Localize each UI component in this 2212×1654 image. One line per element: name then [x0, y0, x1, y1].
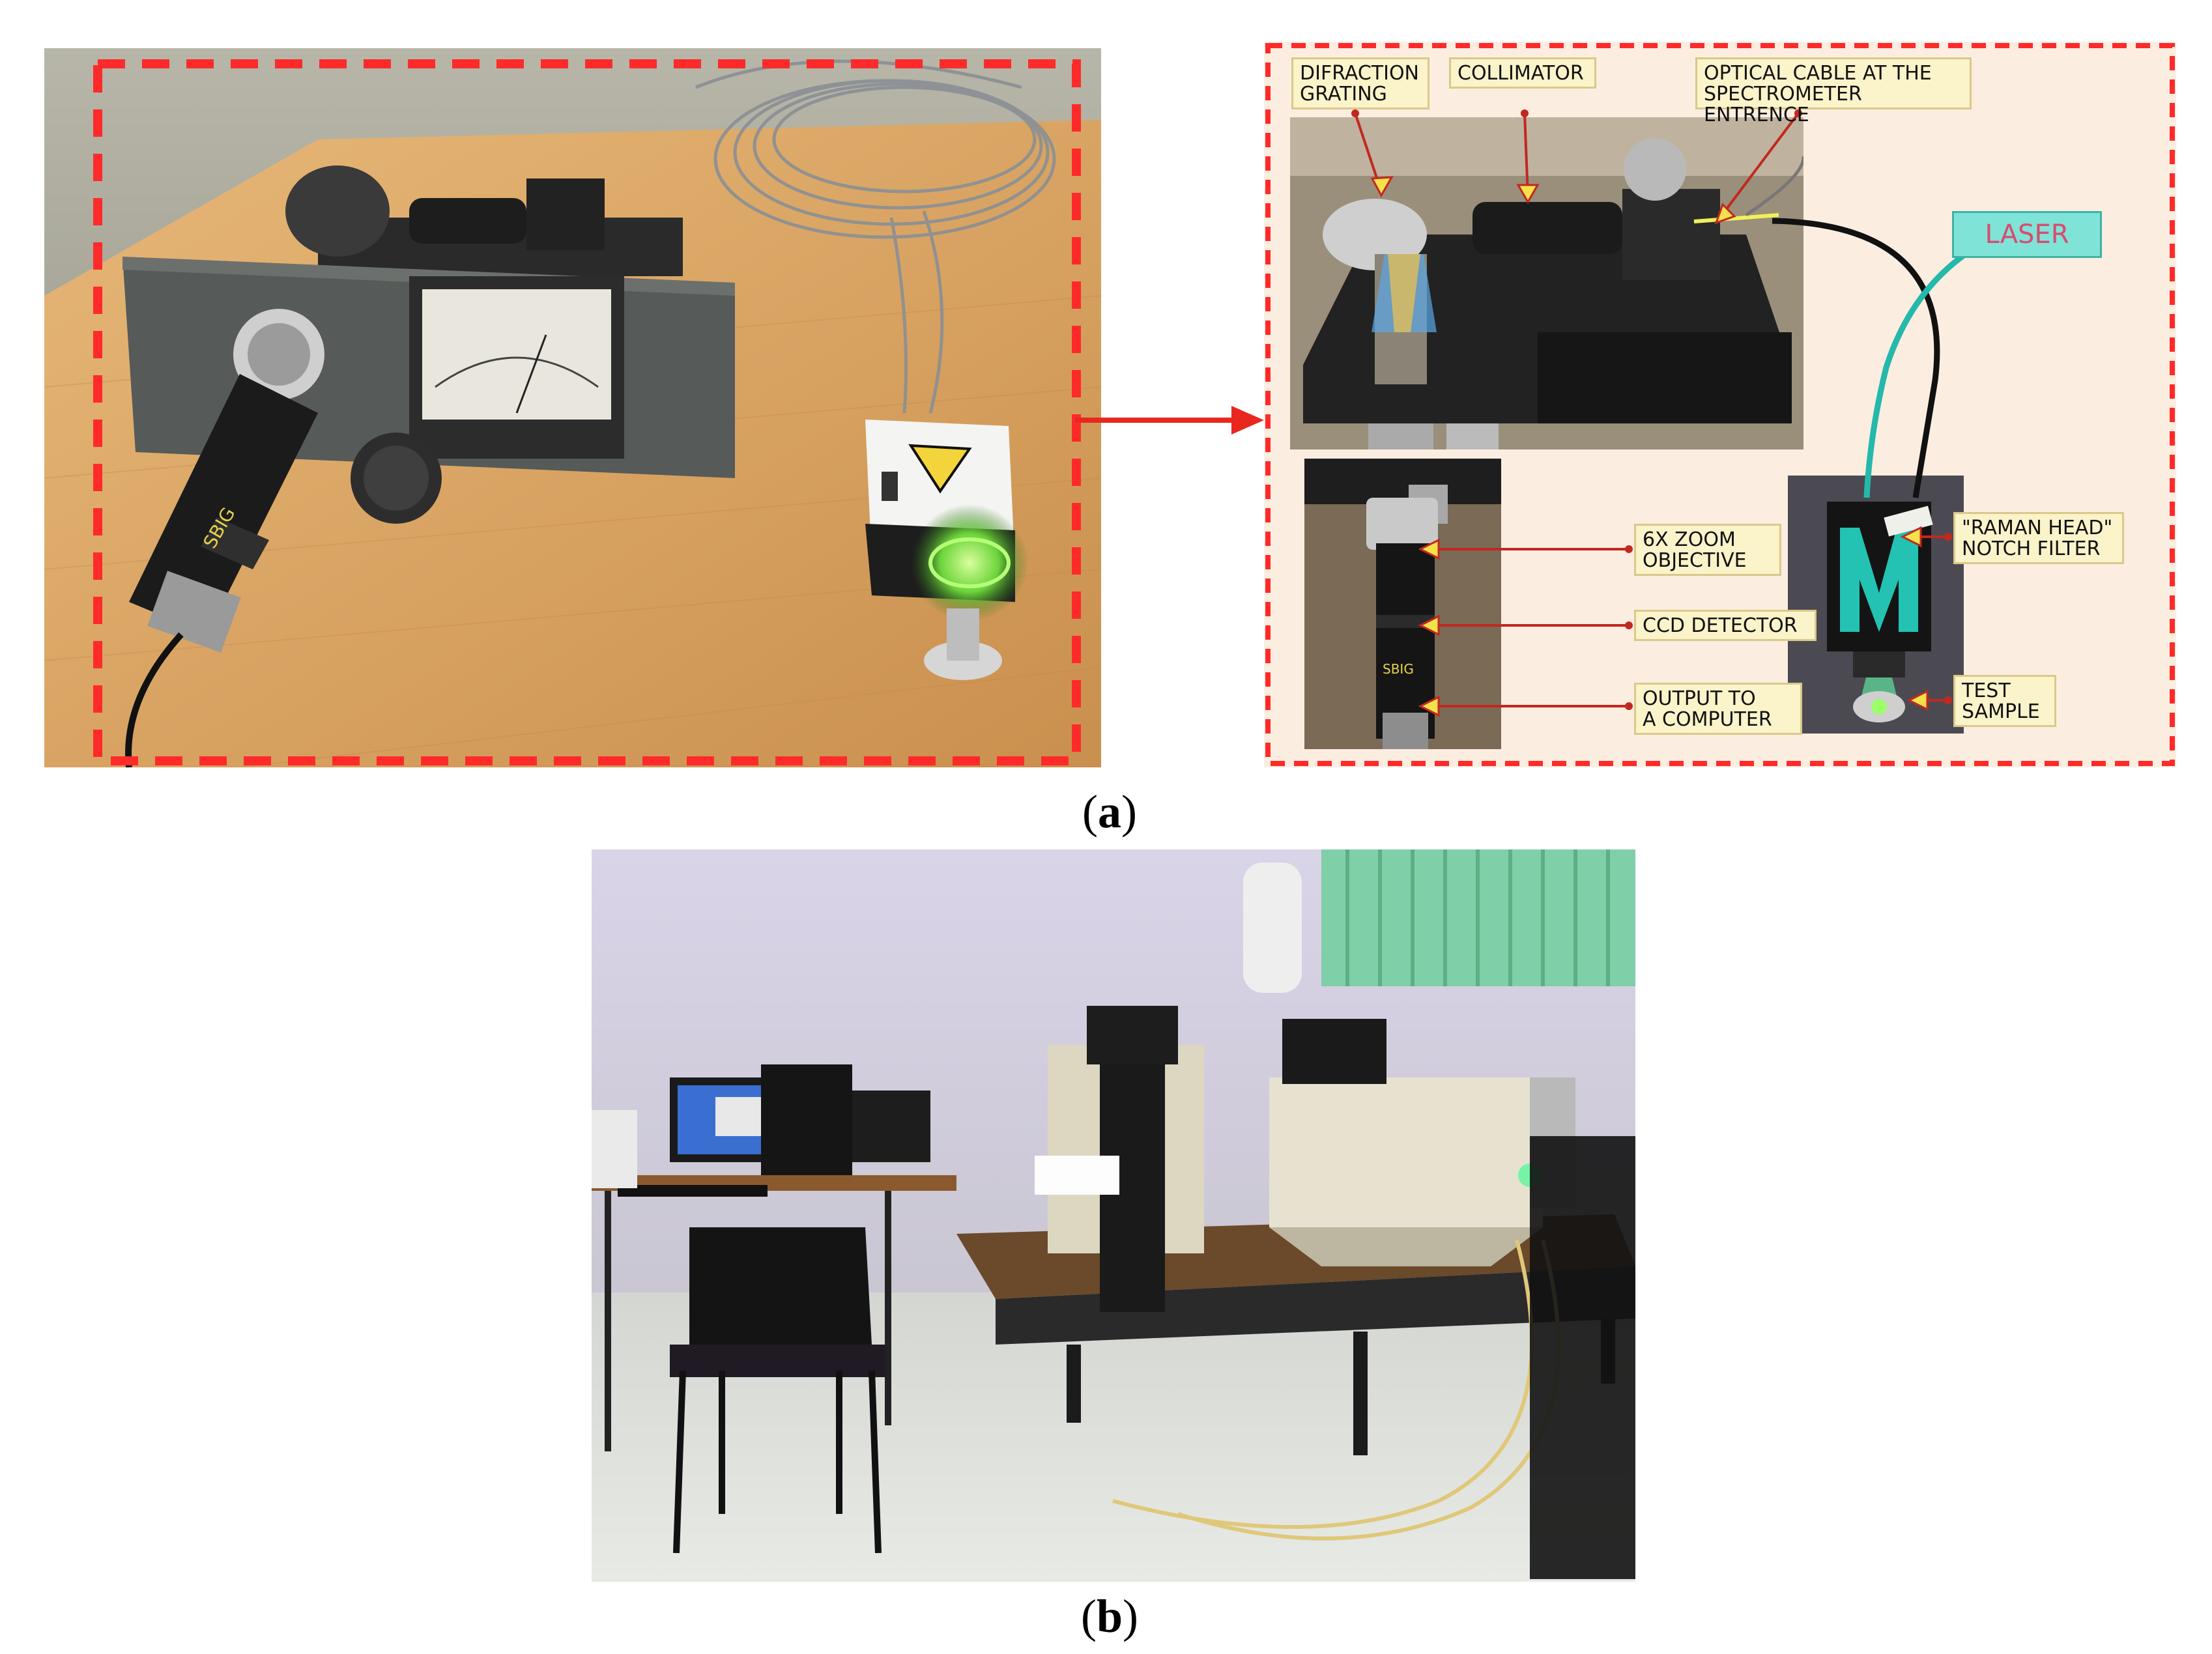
ccd-camera-photo: SBIG [1304, 459, 1501, 749]
callout-zoom-objective: 6X ZOOM OBJECTIVE [1634, 524, 1781, 576]
raman-head-photo [1788, 476, 1964, 734]
fiber-cables [1772, 218, 1996, 498]
panel-b-lab-photo [592, 849, 1635, 1582]
callout-difraction-grating: DIFRACTION GRATING [1291, 57, 1429, 109]
connector-arrow [1075, 406, 1264, 435]
laser-label: LASER [1952, 211, 2102, 258]
spectrometer-interior-photo [1290, 117, 1803, 449]
svg-text:SBIG: SBIG [1383, 661, 1414, 677]
callout-ccd-detector: CCD DETECTOR [1634, 610, 1817, 641]
callout-optical-cable: OPTICAL CABLE AT THE SPECTROMETER ENTREN… [1695, 57, 1972, 126]
caption-a-letter: a [1098, 786, 1121, 838]
diagram-border [1265, 43, 2175, 766]
caption-b-letter: b [1096, 1590, 1123, 1642]
caption-a: (a) [1082, 786, 1137, 838]
callout-collimator: COLLIMATOR [1449, 57, 1596, 89]
callout-output-computer: OUTPUT TO A COMPUTER [1634, 683, 1802, 735]
raman-lab-photo [592, 849, 1635, 1582]
panel-a-right-diagram: SBIG [1264, 42, 2176, 767]
callout-test-sample: TEST SAMPLE [1953, 675, 2056, 727]
spectrometer-setup-photo: SBIG [44, 48, 1101, 767]
panel-a-left-photo: SBIG [44, 48, 1101, 767]
callout-arrows [1351, 109, 1952, 717]
caption-b: (b) [1080, 1590, 1138, 1642]
callout-raman-head: "RAMAN HEAD" NOTCH FILTER [1953, 512, 2124, 564]
